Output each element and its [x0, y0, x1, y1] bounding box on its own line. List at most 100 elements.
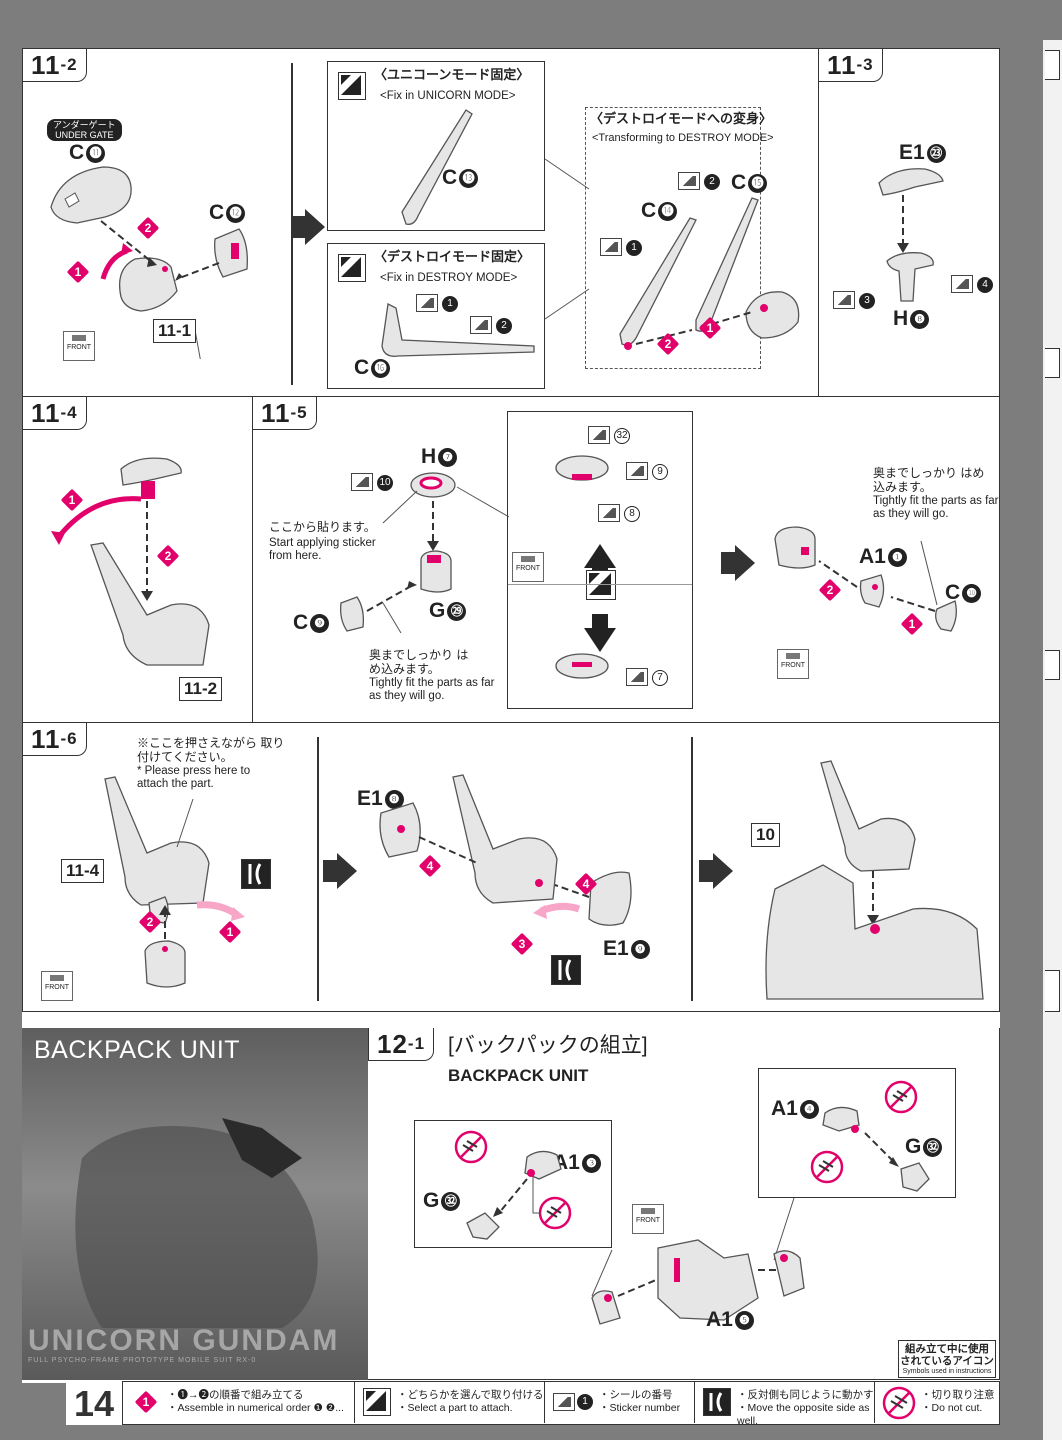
step-11-5-drawing: [339, 472, 456, 634]
divider: [691, 737, 693, 1001]
next-page-edge: [1043, 40, 1062, 1440]
sticker-number: 7: [652, 670, 668, 686]
symbol-legend: 1 ・❶→❷の順番で組み立てる・Assemble in numerical or…: [122, 1381, 1000, 1428]
select-part-icon: [363, 1388, 391, 1416]
step-number: 11-4: [23, 397, 87, 430]
edge-tab: [1045, 970, 1060, 1012]
step-marker-1: 1: [60, 488, 84, 512]
front-indicator: FRONT: [41, 971, 73, 1001]
legend-nocut: ・切り取り注意・Do not cut.: [875, 1382, 999, 1423]
move-opposite-icon: [551, 955, 581, 985]
step-marker-4: 4: [574, 872, 598, 896]
sticker-number: 2: [704, 174, 720, 190]
legend-order: 1 ・❶→❷の順番で組み立てる・Assemble in numerical or…: [123, 1382, 355, 1423]
legend-nocut-jp: ・切り取り注意: [921, 1389, 995, 1401]
icons-used-en: Symbols used in instructions: [902, 1368, 992, 1375]
step-marker-2: 2: [138, 910, 162, 934]
legend-select: ・どちらかを選んで取り付ける・Select a part to attach.: [355, 1382, 545, 1423]
sticker-icon: [351, 473, 373, 491]
sticker-icon: [951, 275, 973, 293]
left-detail-drawing: [454, 1130, 572, 1240]
front-indicator: FRONT: [512, 552, 544, 582]
front-indicator: FRONT: [777, 649, 809, 679]
legend-opposite-en: ・Move the opposite side as well.: [737, 1402, 870, 1428]
fix-destroy-title-en: <Fix in DESTROY MODE>: [380, 272, 518, 284]
backpack-title-en: BACKPACK UNIT: [448, 1066, 589, 1085]
c16-part-drawing: [381, 303, 535, 357]
sticker-icon: [626, 462, 648, 480]
divider: [317, 737, 319, 1001]
reference-11-1: 11-1: [153, 319, 197, 343]
select-part-icon: [338, 254, 366, 282]
sticker-number: 4: [977, 277, 993, 293]
step-number: 11-6: [23, 723, 87, 756]
legend-sticker-en: ・Sticker number: [599, 1402, 681, 1415]
step-marker-1: 1: [218, 920, 242, 944]
start-sticker-en: Start applying sticker from here.: [269, 537, 376, 563]
front-indicator: FRONT: [63, 331, 95, 361]
legend-sticker: 1 ・シールの番号・Sticker number: [545, 1382, 695, 1423]
sticker-number: 1: [626, 240, 642, 256]
sticker-icon: [833, 291, 855, 309]
step-number: 11-2: [23, 49, 87, 82]
legend-nocut-en: ・Do not cut.: [921, 1402, 983, 1415]
start-sticker-jp: ここから貼ります。: [269, 520, 376, 534]
sticker-number: 3: [859, 293, 875, 309]
legend-order-jp: ・❶→❷の順番で組み立てる: [167, 1389, 304, 1401]
step-11-2-drawing: [50, 166, 248, 359]
next-arrow: [721, 545, 755, 581]
backpack-banner: BACKPACK UNIT UNICORN GUNDAM FULL PSYCHO…: [22, 1028, 368, 1380]
transform-drawing: [619, 197, 800, 350]
transform-title-en: <Transforming to DESTROY MODE>: [592, 132, 774, 144]
sticker-detail-box: 32 9 8 7 FRONT: [507, 411, 693, 709]
legend-opposite-jp: ・反対側も同じように動かす: [737, 1389, 874, 1401]
divider: [291, 63, 293, 385]
step-number: 12-1: [368, 1028, 435, 1061]
step-11-3-drawing: [878, 168, 944, 302]
step-marker-4: 4: [418, 854, 442, 878]
step-marker-1: 1: [66, 260, 90, 284]
icons-used-box: 組み立て中に使用 されているアイコン Symbols used in instr…: [898, 1340, 996, 1378]
step-11-6-drawing: [104, 776, 245, 988]
step-11-4-panel: 11-4 1 2 11-2: [22, 396, 254, 724]
sticker-number: 2: [496, 318, 512, 334]
step-11-6-panel: 11-6 ※ここを押さえながら 取り付けてください。 * Please pres…: [22, 722, 1000, 1012]
backpack-assembly-drawing: [591, 1197, 805, 1325]
reference-10: 10: [751, 823, 780, 847]
step-marker-2: 2: [136, 216, 160, 240]
step-11-4-drawing: [51, 457, 210, 666]
backpack-title-jp: [バックパックの組立]: [448, 1034, 648, 1057]
step-marker-3: 3: [510, 932, 534, 956]
sticker-number: 1: [442, 296, 458, 312]
reference-11-2: 11-2: [179, 677, 223, 701]
press-note-en: * Please press here to attach the part.: [137, 765, 251, 791]
fit-note-en: Tightly fit the parts as far as they wil…: [369, 677, 495, 703]
backpack-silhouette: [75, 1118, 318, 1328]
sticker-number: 9: [652, 464, 668, 480]
order-icon: 1: [134, 1390, 158, 1414]
right-fit-note-en: Tightly fit the parts as far as they wil…: [873, 495, 999, 521]
step-number: 11-3: [819, 49, 883, 82]
sticker-number: 32: [614, 428, 630, 444]
next-arrow: [699, 853, 733, 889]
divider: [508, 584, 692, 585]
sticker-icon: [598, 504, 620, 522]
reference-11-4: 11-4: [61, 859, 105, 883]
fix-destroy-box: 〈デストロイモード固定〉 <Fix in DESTROY MODE> 1 2 C…: [327, 243, 545, 389]
